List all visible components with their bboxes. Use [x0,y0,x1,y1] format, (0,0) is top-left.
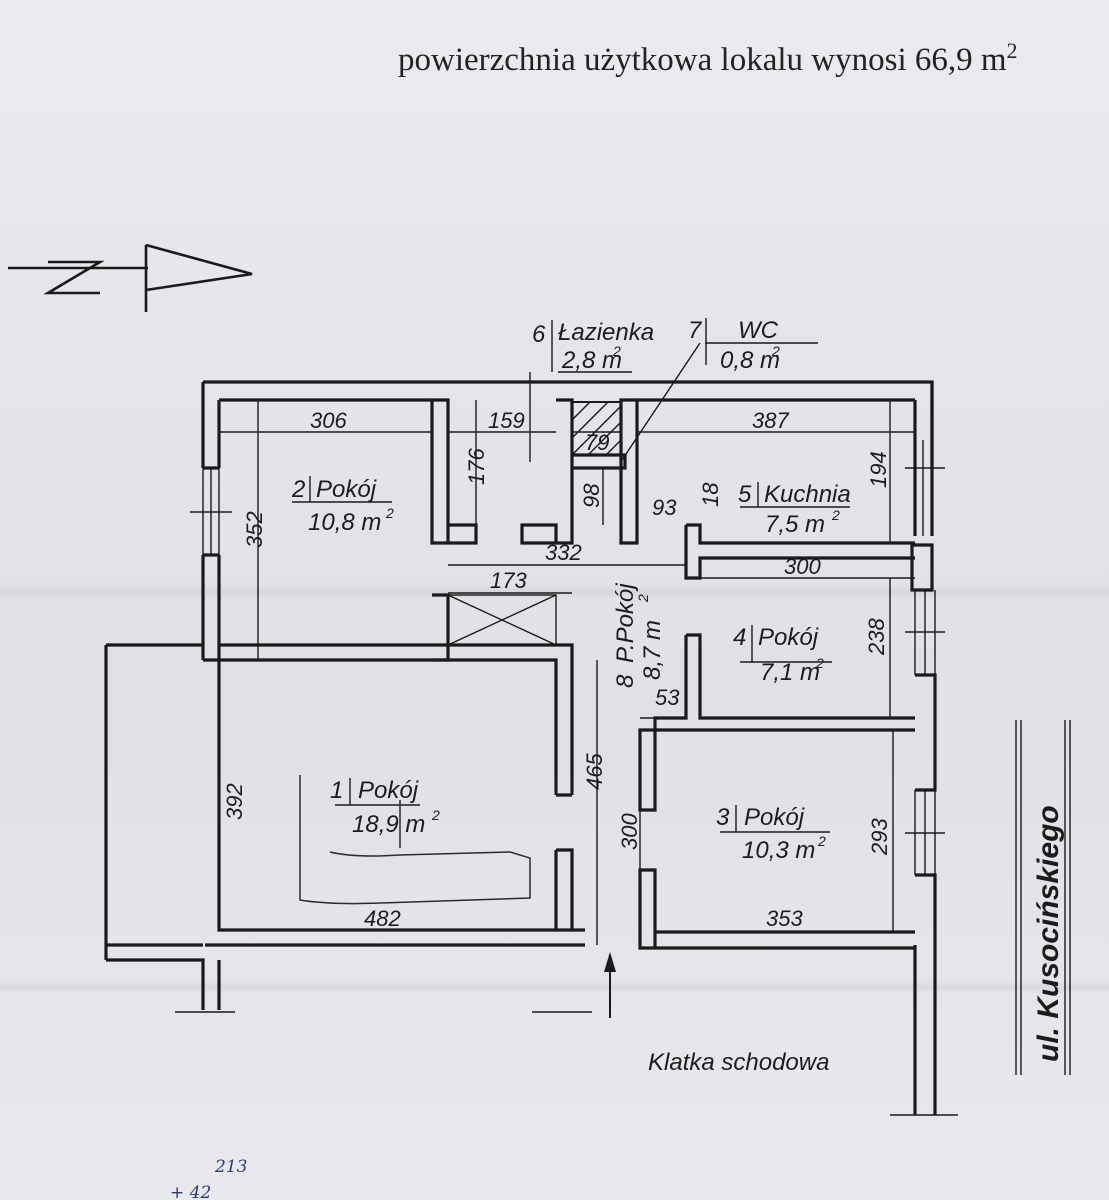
window-marks [175,440,958,1116]
usable-area-unit-sup: 2 [1006,38,1018,63]
dim-300-right: 300 [617,813,642,850]
room-1-number: 1 [330,777,343,804]
room-7-area: 0,8 m [720,347,780,374]
room-2-name: Pokój [316,476,377,503]
dim-482: 482 [364,906,401,931]
entrance-arrow-icon [604,952,616,1018]
room-8-area-sup: 2 [635,594,651,603]
room-6-number: 6 [532,321,546,348]
staircase-label: Klatka schodowa [648,1049,829,1076]
room-8-area: 8,7 m [639,620,666,680]
dim-79: 79 [585,430,609,455]
dim-98: 98 [579,483,604,508]
storage-cross [447,594,557,646]
handwritten-marks [299,775,531,905]
room-2-area-sup: 2 [385,505,394,521]
room-8-name: P.Pokój [612,583,639,663]
dim-300-top: 300 [784,554,821,579]
room-3-area: 10,3 m [742,837,815,864]
room-5-area: 7,5 m [765,511,825,538]
room-4-name: Pokój [758,624,819,651]
handwritten-note-top: 213 [214,1157,247,1177]
room-1-area: 18,9 m [352,811,425,838]
dim-306: 306 [310,408,347,433]
room-5-label: 5 Kuchnia 7,5 m 2 [738,481,851,538]
dim-176: 176 [464,448,489,485]
room-3-area-sup: 2 [817,833,826,849]
dim-332: 332 [545,540,582,565]
room-5-area-sup: 2 [831,507,840,523]
room-5-name: Kuchnia [764,481,851,508]
room-3-number: 3 [716,804,730,831]
room-2-number: 2 [291,476,305,503]
room-8-label: 8 P.Pokój 8,7 m 2 [612,583,666,688]
dim-173: 173 [490,568,527,593]
room-1-area-sup: 2 [431,807,440,823]
dim-53: 53 [655,685,680,710]
room-8-number: 8 [612,674,639,688]
room-7-name: WC [738,317,779,344]
room-6-area-sup: 2 [612,343,621,359]
north-arrow-icon [8,243,253,312]
dim-387: 387 [752,408,789,433]
dim-93: 93 [652,495,677,520]
room-7-area-sup: 2 [771,343,780,359]
dim-465: 465 [582,753,607,790]
dim-238: 238 [864,618,889,656]
interior-walls [219,398,915,950]
room-4-number: 4 [733,624,746,651]
room-1-label: 1 Pokój 18,9 m 2 [330,777,440,838]
room-4-label: 4 Pokój 7,1 m 2 [733,624,824,686]
room-2-label: 2 Pokój 10,8 m 2 [291,476,394,536]
dim-352: 352 [242,511,267,548]
handwritten-notes: 213 + 42 [170,1157,247,1200]
room-7-label: 7 WC 0,8 m 2 [688,317,780,374]
room-3-label: 3 Pokój 10,3 m 2 [716,804,826,864]
dim-159: 159 [488,408,525,433]
street-marker: ul. Kusocińskiego [1015,720,1071,1075]
paper-fold [0,980,1109,994]
room-6-name: Łazienka [558,319,654,346]
room-7-number: 7 [688,317,703,344]
room-6-label: 6 Łazienka 2,8 m 2 [532,319,654,374]
dimension-labels: 306 159 79 387 176 98 93 18 194 352 332 … [222,408,892,931]
room-6-area: 2,8 m [561,347,622,374]
usable-area-text: powierzchnia użytkowa lokalu wynosi 66,9… [398,42,1007,78]
dim-353: 353 [766,906,803,931]
room-4-area: 7,1 m [760,659,820,686]
room-1-name: Pokój [358,777,419,804]
dimension-lines [219,400,915,948]
dim-194: 194 [866,451,891,488]
paper-fold [0,585,1109,599]
dim-18: 18 [698,482,723,507]
usable-area-heading: powierzchnia użytkowa lokalu wynosi 66,9… [398,40,1018,79]
street-label: ul. Kusocińskiego [1032,805,1065,1062]
room-4-area-sup: 2 [815,655,824,671]
room-5-number: 5 [738,481,752,508]
handwritten-note-bottom: + 42 [170,1183,211,1200]
dim-293: 293 [867,818,892,856]
room-2-area: 10,8 m [308,509,381,536]
dim-392: 392 [222,783,247,820]
room-3-name: Pokój [744,804,805,831]
